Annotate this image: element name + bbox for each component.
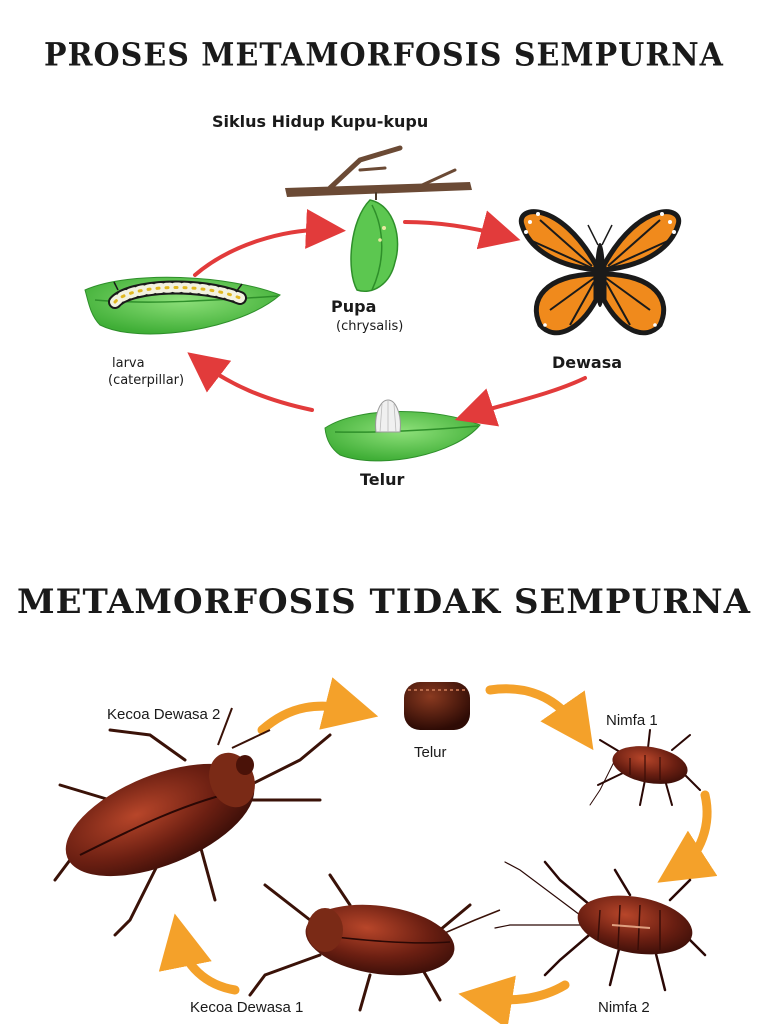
arrow-egg-to-nymph1: [485, 684, 594, 751]
arrow-larva-to-pupa: [193, 208, 346, 277]
larva-label: larva: [112, 356, 145, 371]
adult-cockroach-1: [248, 873, 501, 1012]
cockroach-egg: [404, 682, 470, 730]
arrow-adult2-to-egg: [257, 677, 379, 735]
incomplete-metamorphosis-title: METAMORFOSIS TIDAK SEMPURNA: [17, 582, 751, 622]
nymph-2: [494, 860, 707, 992]
pupa-label: Pupa: [331, 297, 377, 316]
arrow-pupa-to-adult: [403, 210, 521, 250]
arrow-egg-to-larva: [187, 352, 314, 412]
nymph2-label: Nimfa 2: [598, 999, 650, 1016]
nymph-1: [589, 729, 701, 806]
adult-cockroach-2: [53, 707, 332, 937]
egg-label: Telur: [360, 470, 405, 489]
pupa-chrysalis: [350, 192, 399, 292]
cycle-arrows-incomplete: [158, 677, 718, 1024]
cycle-arrows-complete: [187, 208, 587, 427]
arrow-adult1-to-adult2: [158, 913, 240, 995]
adult2-label: Kecoa Dewasa 2: [107, 706, 221, 723]
adult-butterfly: [518, 209, 682, 336]
nymph1-label: Nimfa 1: [606, 712, 658, 729]
branch: [285, 145, 472, 197]
arrow-adult-to-egg: [454, 376, 587, 427]
larva-sublabel: (caterpillar): [108, 373, 185, 388]
adult1-label: Kecoa Dewasa 1: [190, 999, 304, 1016]
arrow-nymph1-to-nymph2: [657, 790, 718, 883]
butterfly-cycle-subtitle: Siklus Hidup Kupu-kupu: [212, 112, 429, 131]
adult-label: Dewasa: [552, 353, 623, 372]
butterfly-egg: [375, 399, 401, 433]
pupa-sublabel: (chrysalis): [336, 319, 404, 334]
egg-label-incomplete: Telur: [414, 744, 447, 761]
arrow-nymph2-to-adult1: [458, 975, 570, 1024]
caterpillar: [108, 280, 247, 309]
complete-metamorphosis-title: PROSES METAMORFOSIS SEMPURNA: [44, 37, 724, 74]
